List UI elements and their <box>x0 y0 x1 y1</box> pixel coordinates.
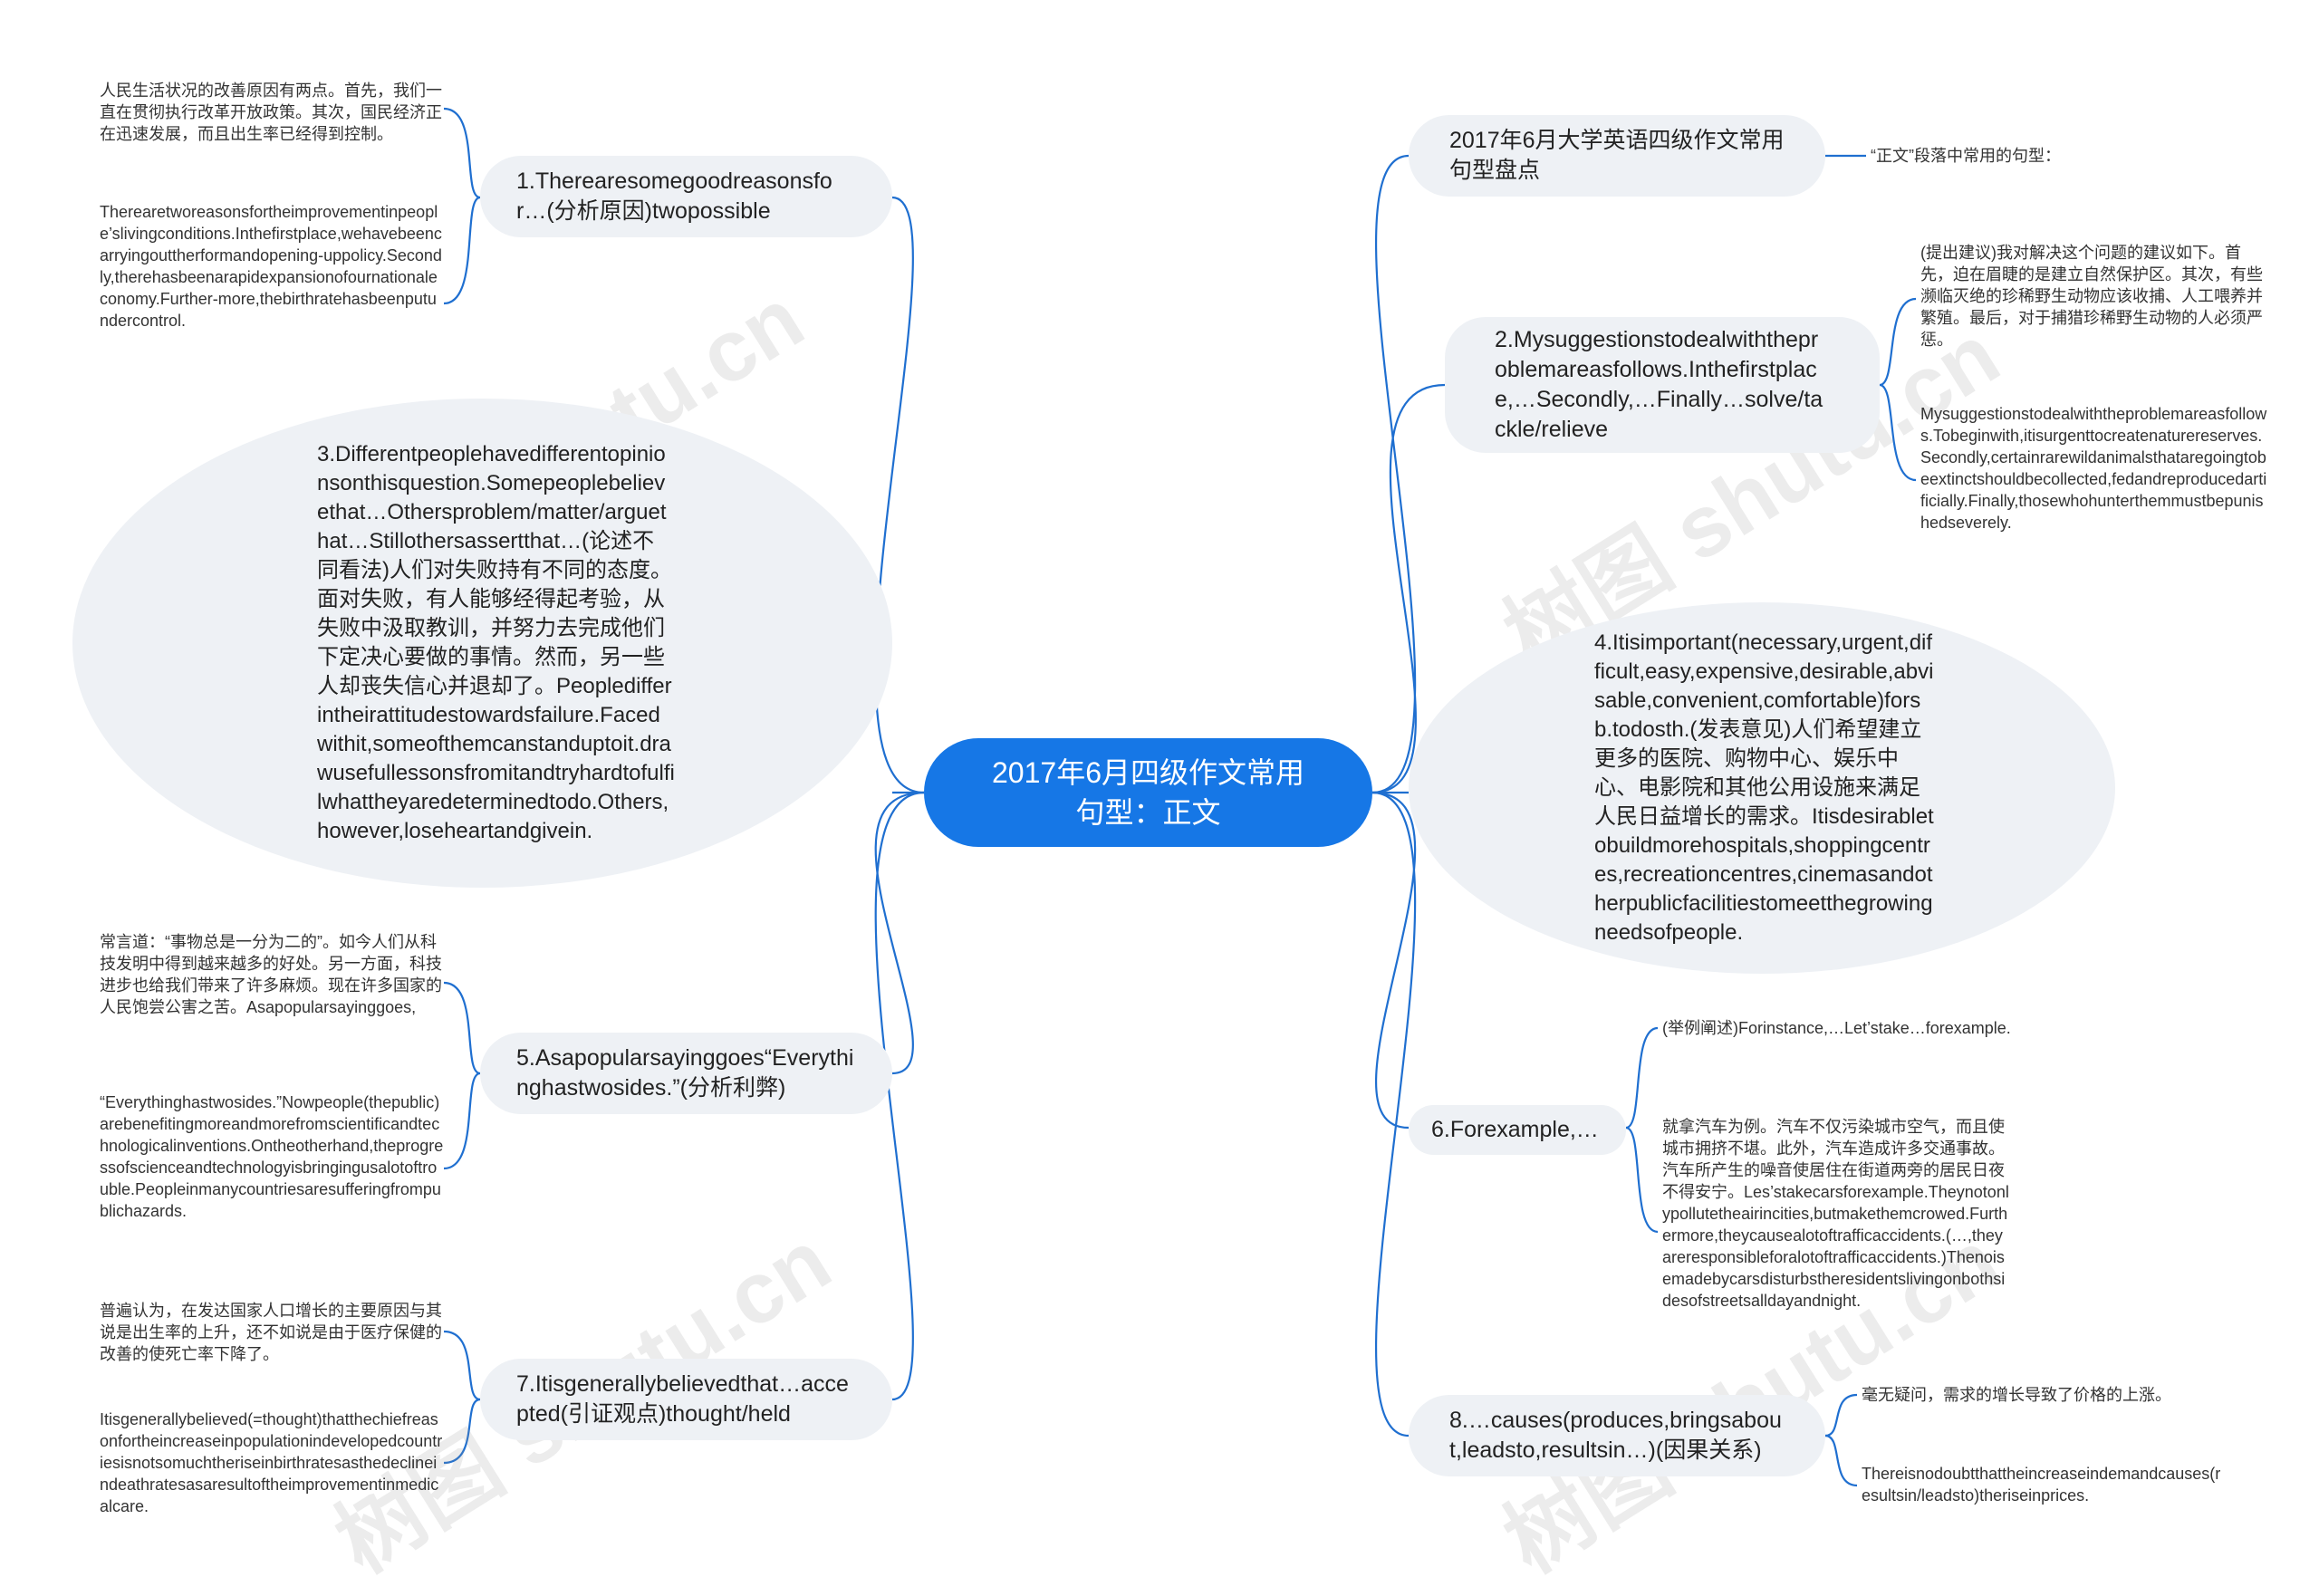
branch-label: 4.Itisimportant(necessary,urgent,difficu… <box>1594 630 1934 945</box>
edge-b2-leaf-b <box>1879 383 1917 482</box>
leaf-b7-chinese: 普遍认为，在发达国家人口增长的主要原因与其说是出生率的上升，还不如说是由于医疗保… <box>100 1302 442 1363</box>
edge-b6-leaf-b <box>1625 1126 1659 1234</box>
edge-root-b8 <box>1371 791 1417 1437</box>
branch-7-generally-believed[interactable]: 7.Itisgenerallybelievedthat…accepted(引证观… <box>480 1359 892 1440</box>
edge-b1-leaf-a <box>443 107 481 199</box>
edge-root-b2 <box>1371 383 1446 794</box>
branch-1-reasons[interactable]: 1.Therearesomegoodreasonsfor…(分析原因)twopo… <box>480 156 892 237</box>
leaf-b1-chinese: 人民生活状况的改善原因有两点。首先，我们一直在贯彻执行改革开放政策。其次，国民经… <box>100 82 442 143</box>
branch-2-suggestions[interactable]: 2.Mysuggestionstodealwiththeproblemareas… <box>1445 317 1880 453</box>
leaf-b7-english: Itisgenerallybelieved(=thought)thatthech… <box>100 1410 443 1515</box>
root-topic[interactable]: 2017年6月四级作文常用句型：正文 <box>924 738 1372 847</box>
edge-b8-leaf-a <box>1824 1393 1858 1437</box>
branch-5-two-sides[interactable]: 5.Asapopularsayinggoes“Everythinghastwos… <box>480 1033 892 1114</box>
edge-b5-leaf-a <box>443 981 481 1075</box>
edge-root-b5 <box>874 791 925 1075</box>
branch-0-overview[interactable]: 2017年6月大学英语四级作文常用句型盘点 <box>1409 115 1825 197</box>
branch-label: 6.Forexample,… <box>1431 1117 1599 1142</box>
branch-8-causes[interactable]: 8.…causes(produces,bringsabout,leadsto,r… <box>1409 1395 1825 1476</box>
leaf-b5-english: “Everythinghastwosides.”Nowpeople(thepub… <box>100 1093 444 1220</box>
leaf-b6-example: 就拿汽车为例。汽车不仅污染城市空气，而且使城市拥挤不堪。此外，汽车造成许多交通事… <box>1662 1118 2009 1310</box>
branch-label: 1.Therearesomegoodreasonsfor…(分析原因)twopo… <box>516 168 832 224</box>
edge-b7-leaf-a <box>443 1330 481 1401</box>
branch-label: 2.Mysuggestionstodealwiththeproblemareas… <box>1495 327 1823 442</box>
branch-label: 5.Asapopularsayinggoes“Everythinghastwos… <box>516 1045 854 1101</box>
leaf-b0-note: “正文”段落中常用的句型： <box>1871 147 2061 165</box>
branch-label: 8.…causes(produces,bringsabout,leadsto,r… <box>1449 1408 1782 1463</box>
edge-b1-leaf-b <box>443 196 481 305</box>
branch-6-example[interactable]: 6.Forexample,… <box>1409 1105 1626 1155</box>
leaf-b2-english: Mysuggestionstodealwiththeproblemareasfo… <box>1920 405 2267 532</box>
branch-label: 2017年6月大学英语四级作文常用句型盘点 <box>1449 128 1785 183</box>
edge-b7-leaf-b <box>443 1398 481 1465</box>
leaf-b1-english: Therearetworeasonsfortheimprovementinpeo… <box>100 203 442 330</box>
branch-label: 3.Differentpeoplehavedifferentopinionson… <box>317 442 675 843</box>
edge-b8-leaf-b <box>1824 1434 1858 1487</box>
leaf-b8-english: Thereisnodoubtthattheincreaseindemandcau… <box>1862 1465 2221 1505</box>
edge-root-b6 <box>1371 791 1417 1130</box>
leaf-b5-chinese: 常言道：“事物总是一分为二的”。如今人们从科技发明中得到越来越多的好处。另一方面… <box>100 933 442 1016</box>
root-title: 2017年6月四级作文常用句型：正文 <box>992 756 1304 829</box>
branch-label: 7.Itisgenerallybelievedthat…accepted(引证观… <box>516 1371 849 1427</box>
leaf-b6-phrases: (举例阐述)Forinstance,…Let’stake…forexample. <box>1662 1019 2011 1037</box>
edge-root-b1 <box>874 196 925 794</box>
edge-b5-leaf-b <box>443 1072 481 1170</box>
branch-3-opinions[interactable]: 3.Differentpeoplehavedifferentopinionson… <box>72 399 892 888</box>
edge-b6-leaf-a <box>1625 1026 1659 1130</box>
edge-root-b7 <box>874 791 925 1401</box>
branch-4-important[interactable]: 4.Itisimportant(necessary,urgent,difficu… <box>1409 602 2115 974</box>
edge-b2-leaf-a <box>1879 297 1917 387</box>
leaf-b8-chinese: 毫无疑问，需求的增长导致了价格的上涨。 <box>1862 1386 2171 1404</box>
edge-root-b0 <box>1371 154 1417 794</box>
leaf-b2-chinese: (提出建议)我对解决这个问题的建议如下。首先，迫在眉睫的是建立自然保护区。其次，… <box>1920 244 2263 349</box>
